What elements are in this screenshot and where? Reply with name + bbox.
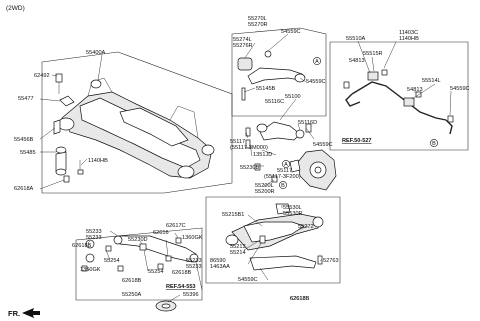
part-label: 55117	[230, 139, 245, 145]
part-label: 1360GK	[182, 235, 203, 241]
part-label: 55396	[183, 292, 199, 298]
front-direction-label: FR.	[8, 309, 20, 318]
part-label: 54559C	[306, 79, 326, 85]
part-label: 55515R	[363, 51, 383, 57]
part-label: 52763	[323, 258, 339, 264]
leader-lines	[39, 33, 452, 303]
lower-arm-box	[205, 196, 341, 284]
part-label: 11403C	[399, 30, 418, 36]
part-label: 55233	[186, 264, 202, 270]
part-label: 55230B	[240, 165, 260, 171]
part-label: 62616	[153, 230, 169, 236]
part-label: 62618B	[122, 278, 142, 284]
part-label: 55116C	[265, 99, 284, 105]
part-label: 55117	[277, 168, 292, 174]
bushing-drawing	[155, 300, 177, 312]
part-label: 54559C	[450, 86, 470, 92]
part-label: 54559C	[238, 277, 258, 283]
part-label: 55214	[230, 250, 246, 256]
part-label: 62618A	[14, 186, 34, 192]
lower-arm-drawing	[225, 203, 324, 271]
part-label: 55456B	[14, 137, 34, 143]
part-label: 55400A	[86, 50, 106, 56]
part-label: 1360GK	[80, 267, 101, 273]
upper-arm-box	[231, 27, 327, 117]
part-label: 55530R	[283, 211, 303, 217]
svg-text:A: A	[284, 162, 288, 168]
part-label: 55510A	[346, 36, 366, 42]
part-label: 62617C	[166, 223, 186, 229]
part-label: 55485	[20, 150, 36, 156]
part-label: 86590	[210, 258, 226, 264]
trailing-arm-box	[75, 227, 203, 301]
part-label: 55116D	[298, 120, 317, 126]
part-label: (55117-3M000)	[230, 145, 268, 151]
part-label: 1140HB	[399, 36, 419, 42]
part-label: 55477	[18, 96, 34, 102]
part-label: 62618B	[172, 270, 192, 276]
part-label: 55270R	[248, 22, 268, 28]
part-label: 55250A	[122, 292, 142, 298]
part-label: 54813	[349, 58, 365, 64]
part-label: 55233	[86, 235, 102, 241]
part-label: 55145B	[256, 86, 276, 92]
part-label: 62492	[34, 73, 50, 79]
svg-text:B: B	[432, 141, 436, 147]
part-label: 55254	[148, 269, 164, 275]
part-labels: 55400A 62492 55477 55456B 55485 1140HB 6…	[14, 16, 470, 302]
part-label: 55100	[285, 94, 301, 100]
circle-marker-a-2: A	[282, 160, 290, 168]
circle-marker-b-2: B	[279, 181, 287, 189]
part-label: 54559C	[313, 142, 333, 148]
part-label: 55272	[298, 224, 314, 230]
part-label: 55276R	[233, 43, 253, 49]
upper-arm-drawing	[237, 50, 312, 149]
svg-text:A: A	[315, 59, 319, 65]
part-label: 55514L	[422, 78, 441, 84]
circle-marker-a: A	[313, 57, 321, 65]
part-label: 1463AA	[210, 264, 230, 270]
part-label: 54559C	[281, 29, 301, 35]
svg-text:B: B	[281, 183, 285, 189]
part-label: 55233	[186, 258, 202, 264]
ref-50-527[interactable]: REF.50-527	[342, 138, 372, 144]
part-label: 55215B1	[222, 212, 244, 218]
part-label: 55233	[86, 229, 102, 235]
part-label: 55530L	[283, 205, 302, 211]
trailing-arm-drawing	[81, 235, 199, 272]
part-label: 62618B	[72, 243, 92, 249]
part-label: 55200R	[255, 189, 275, 195]
part-label: 55270L	[248, 16, 267, 22]
part-label: 55254	[104, 258, 120, 264]
part-label: (55117-3F200)	[264, 174, 301, 180]
part-label: 55213	[230, 244, 246, 250]
knuckle-drawing	[254, 149, 337, 191]
part-label: 1351JD	[253, 152, 272, 158]
circle-marker-b: B	[430, 139, 438, 147]
subframe-box	[41, 51, 233, 194]
part-label: 54813	[407, 87, 423, 93]
part-label: 1140HB	[88, 158, 108, 164]
variant-label: (2WD)	[6, 5, 25, 12]
part-label: 62618B	[290, 296, 310, 302]
part-label: 62618B	[290, 296, 310, 302]
stabilizer-box	[329, 41, 469, 151]
part-label: 55274L	[233, 37, 252, 43]
front-arrow-icon	[22, 308, 40, 318]
part-label: 55230D	[128, 237, 148, 243]
part-label: 55200L	[255, 183, 274, 189]
ref-54-553[interactable]: REF.54-553	[166, 284, 196, 290]
subframe-drawing	[53, 73, 215, 183]
